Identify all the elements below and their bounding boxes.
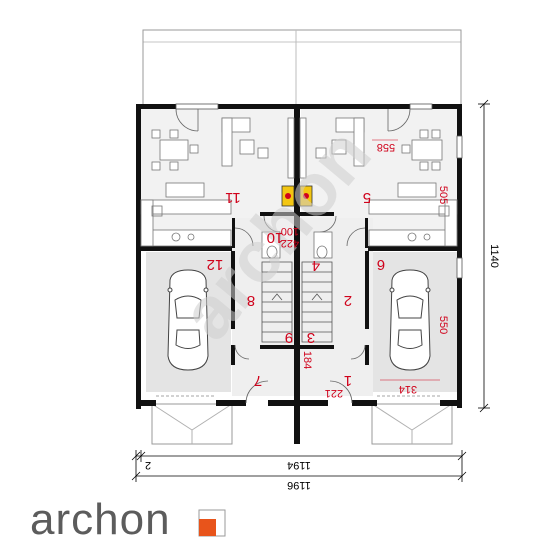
room-label-5: 5	[363, 189, 371, 206]
car-right	[389, 269, 431, 371]
room-label-8: 8	[247, 292, 255, 309]
walls	[136, 104, 462, 444]
dim-width-1196: 1196	[287, 479, 311, 491]
room-label-1: 1	[344, 372, 352, 389]
room-label-3: 3	[307, 329, 315, 346]
room-label-11: 11	[225, 189, 241, 206]
room-label-10: 10	[267, 229, 284, 246]
dim-100: 100	[281, 225, 299, 237]
archon-logo-mark-icon	[198, 509, 226, 537]
fireplaces	[281, 185, 313, 207]
room-label-9: 9	[285, 329, 293, 346]
door-swings	[175, 108, 411, 404]
dim-505: 505	[437, 186, 449, 204]
room-labels: 11 5 10 4 12 6 8 2 9 3 7 1	[207, 189, 386, 389]
kitchen-appliances	[151, 205, 450, 242]
archon-logo-wordmark: archon	[30, 495, 171, 544]
dim-221: 221	[325, 387, 343, 399]
room-label-6: 6	[377, 256, 385, 273]
kitchen-counters	[140, 182, 458, 247]
staircases	[261, 261, 333, 343]
overall-height-dimension: 1140	[478, 99, 500, 413]
dim-width-1194: 1194	[287, 459, 311, 471]
dim-422: 422	[281, 237, 299, 249]
room-label-2: 2	[344, 292, 352, 309]
room-label-12: 12	[207, 256, 224, 273]
archon-logo: archon	[30, 495, 226, 544]
terrace-outline	[142, 29, 462, 106]
interior-dimensions: 558 505 100 422 550 314 221 184	[281, 139, 449, 399]
windows	[175, 103, 463, 279]
overall-width-dimensions	[131, 450, 467, 482]
dim-height-1140: 1140	[488, 244, 500, 268]
dim-314: 314	[399, 383, 417, 395]
living-sofas	[221, 117, 365, 179]
room-label-4: 4	[312, 257, 320, 274]
car-left	[167, 269, 209, 371]
dining-tables	[151, 129, 443, 171]
dim-558: 558	[377, 141, 395, 153]
room-label-7: 7	[254, 372, 262, 389]
dim-550: 550	[437, 316, 449, 334]
entrance-canopies	[151, 403, 453, 445]
dim-184: 184	[301, 351, 313, 369]
wc-fixtures	[261, 231, 333, 259]
dim-offset-2: 2	[145, 459, 151, 471]
